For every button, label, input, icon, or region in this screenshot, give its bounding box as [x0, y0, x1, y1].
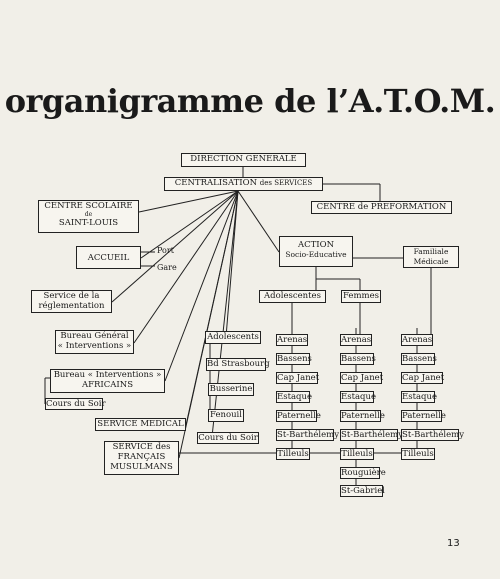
fan-line — [225, 190, 239, 338]
service-francais-line3: MUSULMANS — [110, 462, 173, 472]
centre-item: Estaque — [340, 391, 376, 403]
direction-generale-box: DIRECTION GENERALE — [181, 153, 306, 167]
action-line2: Socio-Educative — [285, 250, 347, 259]
centre-item: St-Barthélemy — [340, 429, 404, 441]
bureau-interventions-line2: AFRICAINS — [81, 380, 134, 390]
service-reglementation-line1: Service de la — [43, 291, 100, 301]
service-francais-musulmans-box: SERVICE des FRANÇAIS MUSULMANS — [104, 441, 179, 475]
action-line1: ACTION — [297, 240, 335, 250]
service-reglementation-line2: réglementation — [38, 301, 105, 311]
cours-du-soir-mid-label: Cours du Soir — [198, 433, 258, 443]
centre-item: Arenas — [276, 334, 308, 346]
centre-item: Estaque — [276, 391, 312, 403]
centre-item: Paternelle — [276, 410, 321, 422]
centre-item: Bassens — [340, 353, 376, 365]
fan-line — [138, 190, 239, 213]
centre-item: Cap Janet — [401, 372, 445, 384]
bureau-interventions-box: Bureau « Interventions » AFRICAINS — [50, 369, 165, 393]
cours-du-soir-left-box: Cours du Soir — [45, 398, 106, 410]
centre-scolaire-line2: de — [84, 211, 93, 218]
centralisation-sub-label: des SERVICES — [259, 179, 313, 187]
accueil-box: ACCUEIL — [76, 246, 141, 269]
service-francais-line2: FRANÇAIS — [117, 452, 166, 462]
medicale-label: Médicale — [413, 257, 449, 266]
adolescentes-label: Adolescentes — [264, 291, 321, 301]
centre-item: St-Gabriel — [340, 485, 385, 497]
bureau-general-box: Bureau Général « Interventions » — [55, 330, 134, 354]
busserine-box: Busserine — [208, 383, 254, 396]
centre-item: Tilleuls — [276, 448, 310, 460]
centre-item: Tilleuls — [401, 448, 435, 460]
bureau-interventions-line1: Bureau « Interventions » — [53, 370, 162, 380]
femmes-box: Femmes — [341, 290, 381, 303]
busserine-label: Busserine — [209, 384, 253, 394]
fan-line — [111, 190, 239, 303]
centre-item: Rouguière — [340, 467, 386, 479]
service-reglementation-box: Service de la réglementation — [31, 290, 112, 313]
centralisation-label: CENTRALISATION — [174, 178, 258, 188]
service-medical-label: SERVICE MEDICAL — [97, 419, 184, 429]
centre-item: Paternelle — [401, 410, 446, 422]
centralisation-box: CENTRALISATION des SERVICES — [164, 177, 323, 191]
port-label: Port — [157, 246, 174, 255]
centre-item: Bassens — [276, 353, 312, 365]
centre-item: St-Barthélemy — [401, 429, 465, 441]
familiale-medicale-box: Familiale Médicale — [403, 246, 459, 268]
fan-line — [211, 190, 239, 438]
fan-line — [133, 190, 239, 344]
centre-scolaire-line3: SAINT-LOUIS — [58, 218, 119, 228]
femmes-label: Femmes — [343, 291, 379, 301]
accueil-label: ACCUEIL — [87, 253, 130, 263]
bd-strasbourg-box: Bd Strasbourg — [206, 358, 270, 371]
bureau-general-line2: « Interventions » — [57, 341, 132, 351]
service-medical-box: SERVICE MEDICAL — [95, 418, 186, 431]
adolescents-label: Adolescents — [207, 332, 259, 342]
page-number: 13 — [447, 538, 460, 549]
centre-item: St-Barthélemy — [276, 429, 340, 441]
centre-item: Cap Janet — [276, 372, 320, 384]
bureau-general-line1: Bureau Général — [60, 331, 129, 341]
adolescents-box: Adolescents — [205, 331, 261, 344]
cours-du-soir-mid-box: Cours du Soir — [197, 432, 259, 444]
centre-scolaire-box: CENTRE SCOLAIRE de SAINT-LOUIS — [38, 200, 139, 233]
centre-item: Estaque — [401, 391, 437, 403]
centre-item: Cap Janet — [340, 372, 384, 384]
fan-line — [140, 190, 239, 259]
centre-scolaire-line1: CENTRE SCOLAIRE — [44, 201, 133, 211]
fan-line — [178, 190, 239, 459]
fenouil-box: Fenouil — [208, 409, 244, 422]
page-title: organigramme de l’A.T.O.M. — [4, 82, 496, 120]
centre-preformation-box: CENTRE de PREFORMATION — [311, 201, 452, 214]
adolescentes-box: Adolescentes — [259, 290, 326, 303]
cours-du-soir-left-label: Cours du Soir — [46, 399, 106, 409]
service-francais-line1: SERVICE des — [112, 442, 171, 452]
centre-item: Paternelle — [340, 410, 385, 422]
fan-line — [237, 190, 280, 253]
centre-item: Tilleuls — [340, 448, 374, 460]
centre-item: Bassens — [401, 353, 437, 365]
bd-strasbourg-label: Bd Strasbourg — [207, 359, 270, 369]
action-socio-educative-box: ACTION Socio-Educative — [279, 236, 353, 267]
centre-item: Arenas — [401, 334, 433, 346]
fenouil-label: Fenouil — [210, 410, 242, 420]
centre-item: Arenas — [340, 334, 372, 346]
familiale-label: Familiale — [413, 247, 449, 256]
gare-label: Gare — [157, 263, 177, 272]
centre-preformation-label: CENTRE de PREFORMATION — [316, 202, 447, 212]
direction-generale-label: DIRECTION GENERALE — [190, 154, 297, 164]
fan-line — [164, 190, 239, 382]
